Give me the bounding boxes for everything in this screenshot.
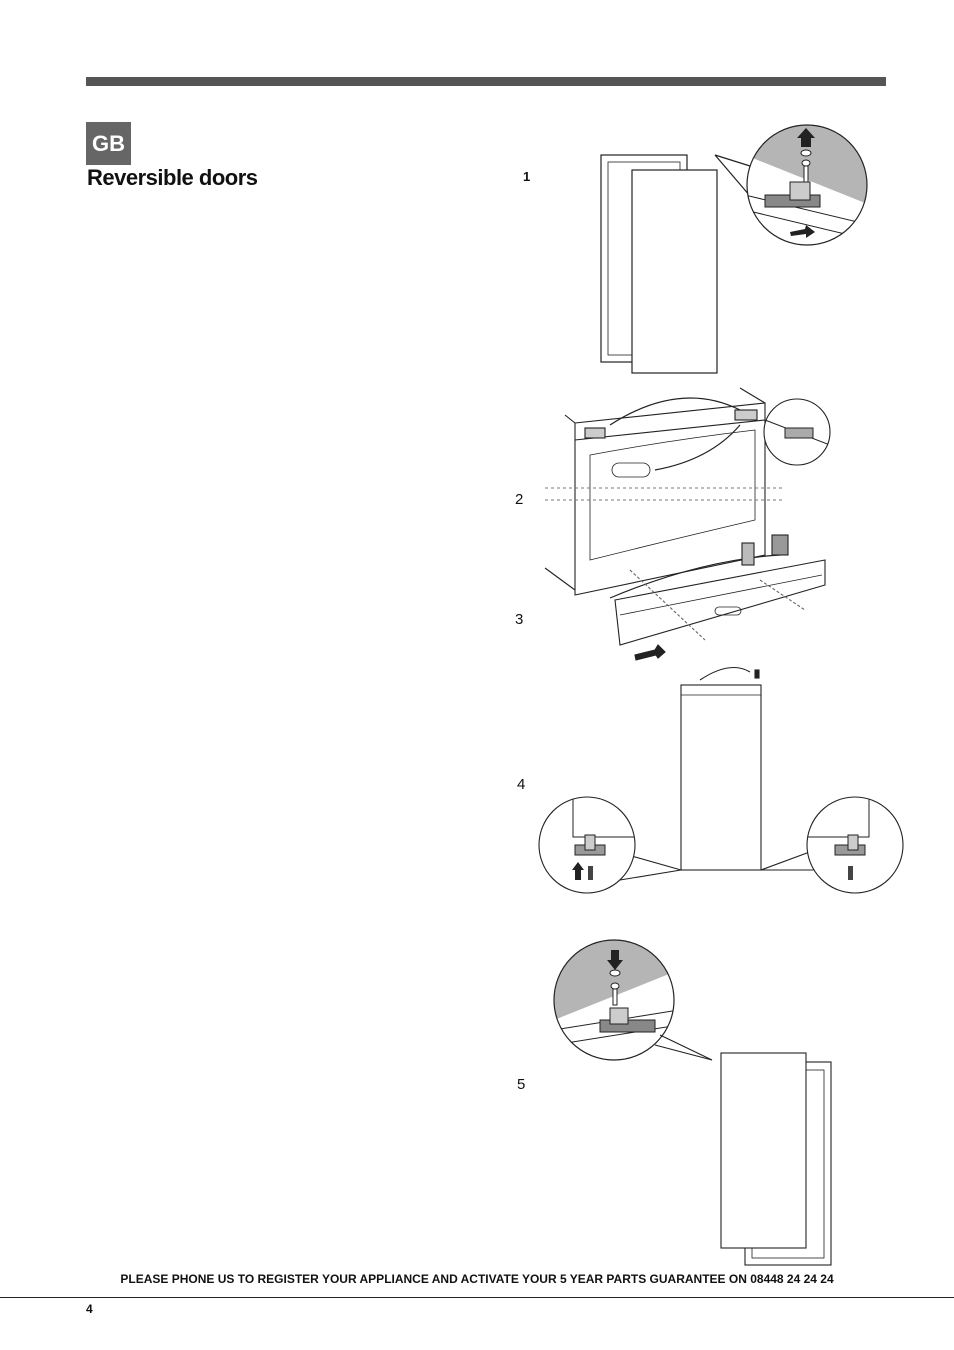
- step-number-2: 2: [515, 491, 524, 508]
- step-number-4: 4: [517, 776, 526, 793]
- page-number: 4: [86, 1302, 93, 1316]
- step-number-1: 1: [523, 169, 531, 184]
- step-number-5: 5: [517, 1076, 526, 1093]
- footer-registration-note: PLEASE PHONE US TO REGISTER YOUR APPLIAN…: [120, 1272, 834, 1286]
- step-number-3: 3: [515, 611, 524, 628]
- page-title: Reversible doors: [87, 165, 258, 190]
- language-badge: GB: [86, 122, 131, 165]
- bottom-rule: [0, 1297, 954, 1298]
- top-rule: [86, 77, 886, 86]
